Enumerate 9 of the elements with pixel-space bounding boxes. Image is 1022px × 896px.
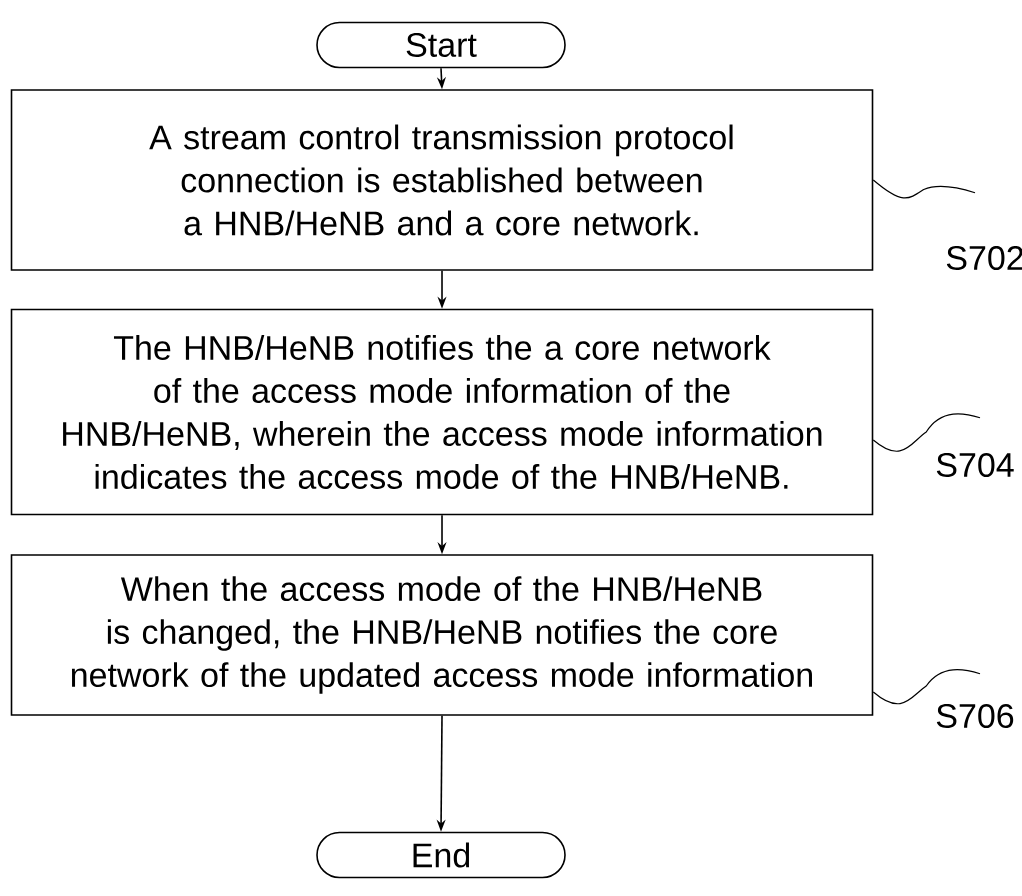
leader-line [872,179,976,199]
step-label: S704 [936,452,1014,478]
leader-line [872,413,981,452]
process-box: When the access mode of the HNB/HeNB is changed, the HNB/HeNB notifies the core network of the updated access mode information [10,554,874,716]
process-box: The HNB/HeNB notifies the a core network of the access mode information of the HNB/HeNB, wherein the access mode information indicates the access mode of the HNB/HeNB. [10,308,874,516]
step-label: S702 [946,245,1022,271]
step-label: S706 [936,703,1014,729]
process-box: A stream control transmission protocol connection is established between a HNB/HeNB and a core network. [10,89,874,271]
leader-line [872,669,981,705]
